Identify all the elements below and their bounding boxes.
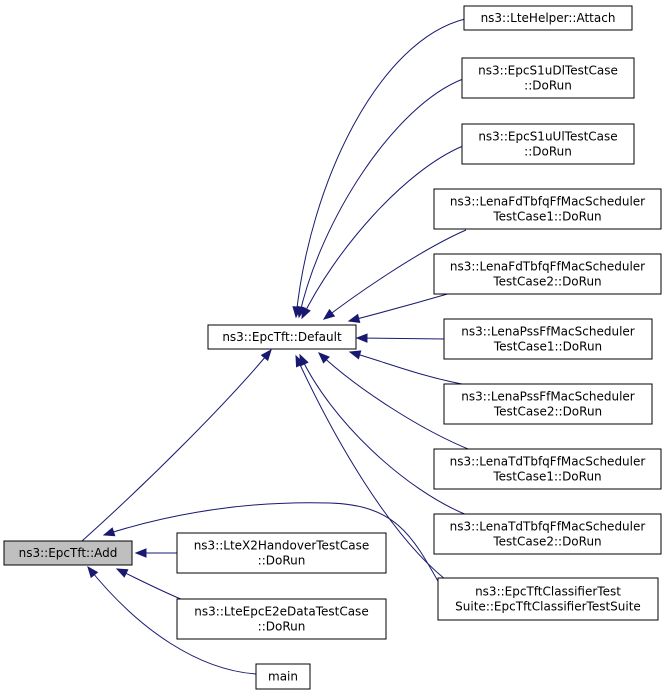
node-box [433,188,662,230]
node-label-line: TestCase1::DoRun [493,340,602,354]
node-label-line: ns3::LenaFdTbfqFfMacScheduler [450,260,645,274]
edge-line [299,354,468,516]
node-box [461,123,635,165]
node-label-line: ns3::LenaTdTbfqFfMacScheduler [450,520,646,534]
node-label-line: TestCase2::DoRun [492,275,601,289]
edge-line [295,18,466,318]
arrow-head-icon [322,308,336,320]
node-box [461,57,635,99]
edge-line [348,292,452,322]
arrow-head-icon [318,352,330,364]
edge-e2e-to-add [115,568,189,603]
arrow-head-icon [355,333,368,343]
node-label-line: ns3::LenaTdTbfqFfMacScheduler [450,455,646,469]
arrow-head-icon [102,527,116,537]
edge-classifier-to-default [295,354,455,587]
arrow-head-icon [260,348,272,362]
node-fdtbfq1[interactable]: ns3::LenaFdTbfqFfMacSchedulerTestCase1::… [433,188,662,230]
edge-tdtbfq1-to-default [318,352,474,452]
nodes-layer: ns3::EpcTft::Addns3::EpcTft::Defaultns3:… [3,5,662,690]
node-label-line: ns3::LteX2HandoverTestCase [194,539,370,553]
node-box [443,383,653,425]
node-x2[interactable]: ns3::LteX2HandoverTestCase::DoRun [176,532,387,574]
node-box [437,577,659,621]
node-main[interactable]: main [255,663,311,690]
node-classifier[interactable]: ns3::EpcTftClassifierTestSuite::EpcTftCl… [437,577,659,621]
node-box [433,513,662,555]
node-add: ns3::EpcTft::Add [3,540,133,566]
node-box [176,532,387,574]
edge-line [116,568,189,603]
edge-pss2-to-default [348,350,463,385]
node-label-line: ::DoRun [524,145,572,159]
edge-fdtbfq2-to-default [347,292,452,323]
node-box [176,598,387,640]
arrow-head-icon [134,548,147,558]
node-label-line: ns3::EpcTft::Default [222,330,342,344]
node-label-line: ns3::LteEpcE2eDataTestCase [194,605,368,619]
edge-line [295,355,455,587]
node-box [255,663,311,690]
node-label-line: main [268,670,298,684]
node-label-line: TestCase2::DoRun [492,535,601,549]
node-label-line: TestCase2::DoRun [493,405,602,419]
edge-tdtbfq2-to-default [299,353,468,516]
arrow-head-icon [348,350,362,360]
edge-default-to-add [81,348,272,542]
node-box [433,448,662,490]
node-label-line: ns3::LenaPssFfMacScheduler [461,325,634,339]
node-label-line: ::DoRun [258,554,306,568]
edge-line [298,78,464,318]
arrow-head-icon [115,568,129,578]
node-label-line: ns3::EpcS1uUlTestCase [478,130,617,144]
node-label-line: TestCase1::DoRun [492,470,601,484]
arrow-head-icon [295,354,305,368]
edge-classifier-to-add [102,502,440,584]
edge-line [323,229,467,320]
node-attach[interactable]: ns3::LteHelper::Attach [463,5,633,31]
node-tdtbfq1[interactable]: ns3::LenaTdTbfqFfMacSchedulerTestCase1::… [433,448,662,490]
node-label-line: ns3::EpcTft::Add [19,546,118,560]
node-label-line: ::DoRun [258,620,306,634]
edge-line [301,145,464,319]
edge-line [103,502,440,584]
node-pss2[interactable]: ns3::LenaPssFfMacSchedulerTestCase2::DoR… [443,383,653,425]
arrow-head-icon [347,313,361,323]
edge-x2-to-add [134,548,178,558]
node-s1uul[interactable]: ns3::EpcS1uUlTestCase::DoRun [461,123,635,165]
node-box [3,540,133,566]
node-label-line: ns3::EpcTftClassifierTest [475,585,621,599]
edge-s1uul-to-default [301,145,464,320]
edges-layer [81,18,474,675]
node-fdtbfq2[interactable]: ns3::LenaFdTbfqFfMacSchedulerTestCase2::… [433,253,662,295]
edge-main-to-add [87,565,257,675]
node-default[interactable]: ns3::EpcTft::Default [207,324,357,350]
node-box [207,324,357,350]
node-label-line: Suite::EpcTftClassifierTestSuite [455,600,641,614]
edge-pss1-to-default [355,333,446,343]
node-s1udl[interactable]: ns3::EpcS1uDlTestCase::DoRun [461,57,635,99]
edge-fdtbfq1-to-default [322,229,467,320]
node-label-line: ns3::LenaPssFfMacScheduler [461,390,634,404]
node-pss1[interactable]: ns3::LenaPssFfMacSchedulerTestCase1::DoR… [443,318,653,360]
arrow-head-icon [87,565,99,579]
node-label-line: TestCase1::DoRun [492,210,601,224]
node-label-line: ::DoRun [524,79,572,93]
node-box [443,318,653,360]
edge-line [87,566,257,675]
node-box [433,253,662,295]
node-label-line: ns3::LteHelper::Attach [481,11,616,25]
edge-line [356,337,446,340]
node-tdtbfq2[interactable]: ns3::LenaTdTbfqFfMacSchedulerTestCase2::… [433,513,662,555]
edge-line [349,351,463,385]
edge-line [318,352,474,452]
node-label-line: ns3::LenaFdTbfqFfMacScheduler [450,195,645,209]
node-box [463,5,633,31]
node-label-line: ns3::EpcS1uDlTestCase [478,64,618,78]
node-e2e[interactable]: ns3::LteEpcE2eDataTestCase::DoRun [176,598,387,640]
arrow-head-icon [301,306,311,320]
edge-line [81,349,272,542]
